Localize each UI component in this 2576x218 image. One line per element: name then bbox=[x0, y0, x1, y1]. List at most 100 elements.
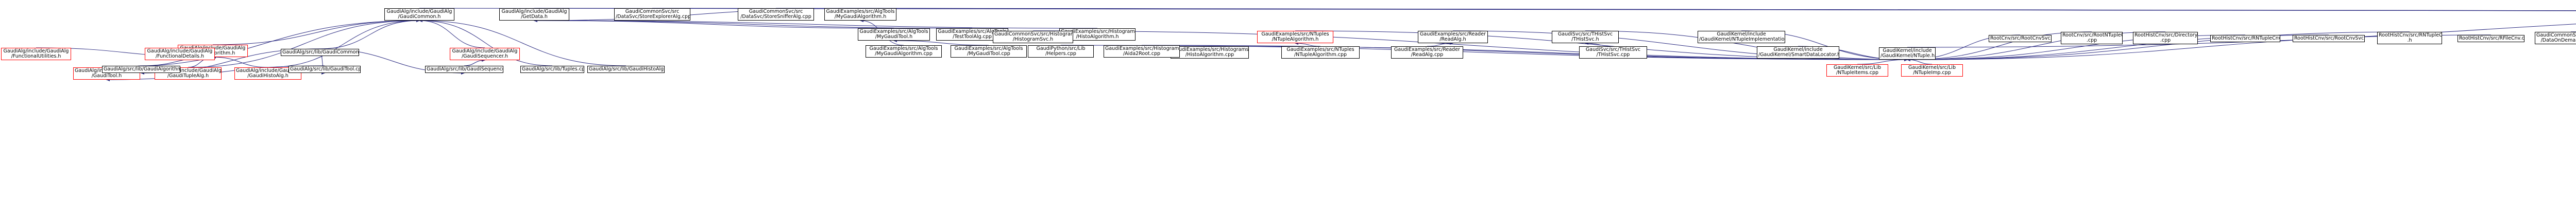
graph-edge bbox=[188, 19, 420, 68]
graph-edge bbox=[652, 8, 2576, 12]
graph-edge bbox=[534, 19, 1098, 29]
graph-node-label: GaudiAlg/include/GaudiAlg /GetData.h bbox=[501, 8, 567, 20]
graph-node[interactable]: RootCnv/src/RootCnvSvc.cpp bbox=[1989, 35, 2052, 42]
graph-edge bbox=[267, 19, 420, 68]
graph-node[interactable]: GaudiAlg/src/lib/GaudiCommon.icpp bbox=[281, 49, 359, 56]
graph-node-label: GaudiAlg/include/GaudiAlg /GaudiCommon.h bbox=[386, 8, 452, 20]
graph-node-label: GaudiExamples/src/Reader /ReadAlg.h bbox=[1420, 31, 1486, 42]
graph-node-label: GaudiAlg/src/lib/Tuples.cpp bbox=[522, 66, 584, 72]
graph-edge bbox=[106, 19, 420, 68]
graph-node[interactable]: GaudiAlg/src/lib/GaudiSequencer.cpp bbox=[425, 66, 503, 73]
graph-node[interactable]: GaudiExamples/src/Histograms /HistoAlgor… bbox=[1171, 46, 1249, 59]
graph-node[interactable]: GaudiAlg/include/GaudiAlg /GaudiCommon.h bbox=[384, 8, 454, 21]
graph-node[interactable]: GaudiKernel/include /GaudiKernel/NTupleI… bbox=[1698, 31, 1785, 43]
graph-node[interactable]: GaudiExamples/src/AlgTools /MyGaudiTool.… bbox=[858, 28, 930, 41]
graph-node[interactable]: GaudiExamples/src/Histograms /Aida2Root.… bbox=[1104, 45, 1180, 58]
graph-node[interactable]: RootHistCnv/src/RootCnvSvc.cpp bbox=[2293, 35, 2365, 42]
graph-node-label: RootHistCnv/src/RootCnvSvc.cpp bbox=[2294, 35, 2364, 41]
graph-node[interactable]: GaudiExamples/src/AlgTools /MyGaudiAlgor… bbox=[866, 45, 942, 58]
graph-node[interactable]: GaudiCommonSvc/src/HistogramSvc /Histogr… bbox=[993, 31, 1073, 43]
graph-node-label: GaudiAlg/src/lib/GaudiCommon.icpp bbox=[282, 49, 359, 55]
graph-node-label: GaudiAlg/src/lib/GaudiTool.cpp bbox=[290, 66, 361, 72]
graph-node-label: GaudiExamples/src/AlgTools /MyGaudiAlgor… bbox=[826, 8, 895, 20]
graph-node-label: RootHistCnv/src/RFileCnv.cpp bbox=[2459, 35, 2524, 41]
graph-node-label: RootHistCnv/src/RNTupleCnv.cpp bbox=[2212, 35, 2280, 41]
graph-node-label: GaudiSvc/src/THistSvc /THistSvc.h bbox=[1557, 31, 1613, 42]
graph-node[interactable]: GaudiKernel/include /GaudiKernel/NTuple.… bbox=[1879, 47, 1936, 60]
graph-node-label: GaudiExamples/src/AlgTools /MyGaudiAlgor… bbox=[869, 45, 938, 57]
graph-node[interactable]: GaudiCommonSvc/src /DataSvc/StoreExplore… bbox=[614, 8, 690, 21]
graph-node[interactable]: GaudiAlg/include/GaudiAlg /FunctionalUti… bbox=[1, 48, 71, 60]
graph-node-label: GaudiExamples/src/Histograms /Aida2Root.… bbox=[1105, 45, 1180, 57]
graph-node-label: GaudiCommonSvc/src/DataSvc /DataOnDemand… bbox=[2536, 32, 2576, 43]
graph-node[interactable]: GaudiExamples/src/AlgTools /MyGaudiTool.… bbox=[951, 45, 1027, 58]
graph-node-label: GaudiExamples/src/AlgTools /TestToolAlg.… bbox=[938, 28, 1007, 40]
graph-node[interactable]: GaudiSvc/src/THistSvc /THistSvc.cpp bbox=[1579, 46, 1647, 59]
graph-node-label: RootCnv/src/RootNTupleCnv .cpp bbox=[2062, 32, 2122, 43]
graph-node-label: GaudiExamples/src/NTuples /NTupleAlgorit… bbox=[1286, 46, 1354, 58]
graph-node-label: GaudiExamples/src/Histograms /HistoAlgor… bbox=[1172, 46, 1249, 58]
graph-node[interactable]: RootHistCnv/src/DirectoryCnv .cpp bbox=[2133, 32, 2198, 44]
graph-edge bbox=[212, 56, 268, 68]
graph-edge bbox=[534, 19, 973, 29]
graph-node-label: GaudiExamples/src/AlgTools /MyGaudiTool.… bbox=[859, 28, 928, 40]
graph-node[interactable]: GaudiExamples/src/Reader /ReadAlg.cpp bbox=[1391, 46, 1463, 59]
graph-node-label: GaudiAlg/include/GaudiAlg /FunctionalUti… bbox=[3, 48, 69, 59]
graph-node[interactable]: GaudiKernel/src/Lib /NTupleItems.cpp bbox=[1826, 64, 1888, 77]
graph-node-label: GaudiCommonSvc/src/HistogramSvc /Histogr… bbox=[994, 31, 1073, 42]
graph-node[interactable]: GaudiPython/src/Lib /Helpers.cpp bbox=[1028, 45, 1094, 58]
graph-edge bbox=[893, 39, 989, 46]
graph-node[interactable]: GaudiAlg/include/GaudiAlg /GetData.h bbox=[499, 8, 569, 21]
graph-node[interactable]: GaudiAlg/include/GaudiAlg /FunctionalDet… bbox=[145, 48, 215, 60]
graph-node[interactable]: GaudiExamples/src/AlgTools /MyGaudiAlgor… bbox=[824, 8, 896, 21]
graph-node[interactable]: GaudiKernel/include /GaudiKernel/SmartDa… bbox=[1757, 46, 1839, 59]
graph-node-label: GaudiExamples/src/AlgTools /MyGaudiTool.… bbox=[954, 45, 1023, 57]
graph-node-label: GaudiKernel/src/Lib /NTupleItems.cpp bbox=[1834, 64, 1881, 76]
graph-node[interactable]: GaudiAlg/src/lib/GaudiTool.cpp bbox=[289, 66, 361, 73]
graph-edge bbox=[1857, 58, 1908, 65]
graph-node-label: RootHistCnv/src/RNTupleCnv .h bbox=[2379, 32, 2442, 43]
graph-edge bbox=[534, 19, 894, 29]
graph-node[interactable]: GaudiExamples/src/NTuples /NTupleAlgorit… bbox=[1281, 46, 1360, 59]
graph-node-label: GaudiCommonSvc/src /DataSvc/StoreExplore… bbox=[616, 8, 690, 20]
graph-edge bbox=[464, 59, 485, 66]
graph-node[interactable]: RootCnv/src/RootNTupleCnv .cpp bbox=[2061, 32, 2123, 44]
graph-node-label: RootHistCnv/src/DirectoryCnv .cpp bbox=[2134, 32, 2198, 43]
graph-edge bbox=[2570, 31, 2576, 32]
graph-node-label: GaudiSvc/src/THistSvc /THistSvc.cpp bbox=[1585, 46, 1641, 58]
graph-node-label: GaudiCommonSvc/src /DataSvc/StoreSniffer… bbox=[740, 8, 811, 20]
graph-node-label: GaudiAlg/include/GaudiAlg /FunctionalDet… bbox=[147, 48, 213, 59]
graph-node-label: GaudiPython/src/Lib /Helpers.cpp bbox=[1036, 45, 1086, 57]
graph-node-label: GaudiAlg/src/lib/GaudiAlgorithm.cpp bbox=[104, 66, 180, 72]
graph-node-label: GaudiAlg/include/GaudiAlg /GaudiSequence… bbox=[452, 48, 518, 59]
graph-node-label: GaudiExamples/src/Reader /ReadAlg.cpp bbox=[1394, 46, 1460, 58]
graph-node-label: GaudiAlg/include/GaudiAlg /GaudiTupleAlg… bbox=[156, 67, 222, 79]
graph-node-label: GaudiExamples/src/NTuples /NTupleAlgorit… bbox=[1261, 31, 1329, 42]
graph-node-label: GaudiKernel/include /GaudiKernel/NTupleI… bbox=[1699, 31, 1785, 42]
graph-node[interactable]: GaudiCommonSvc/src/DataSvc /DataOnDemand… bbox=[2535, 32, 2576, 44]
graph-node-label: GaudiExamples/src/Histograms /HistoAlgor… bbox=[1061, 28, 1136, 40]
graph-edge bbox=[860, 8, 2576, 12]
graph-node-label: GaudiKernel/include /GaudiKernel/NTuple.… bbox=[1880, 47, 1935, 59]
graph-node[interactable]: RootHistCnv/src/RNTupleCnv .h bbox=[2377, 32, 2442, 44]
graph-node[interactable]: RootHistCnv/src/RFileCnv.cpp bbox=[2458, 35, 2524, 42]
graph-edge bbox=[319, 19, 420, 49]
graph-node[interactable]: GaudiCommonSvc/src /DataSvc/StoreSniffer… bbox=[738, 8, 814, 21]
graph-node-label: GaudiKernel/include /GaudiKernel/SmartDa… bbox=[1758, 46, 1839, 58]
graph-edge bbox=[419, 19, 485, 48]
graph-node[interactable]: GaudiKernel/src/Lib /NTupleImp.cpp bbox=[1901, 64, 1963, 77]
graph-node[interactable]: GaudiAlg/src/lib/GaudiHistoAlg.cpp bbox=[587, 66, 665, 73]
graph-node[interactable]: GaudiAlg/src/lib/Tuples.cpp bbox=[520, 66, 584, 73]
graph-edge bbox=[775, 8, 2576, 12]
graph-edge bbox=[212, 19, 420, 45]
graph-node-label: GaudiKernel/src/Lib /NTupleImp.cpp bbox=[1908, 64, 1956, 76]
graph-node[interactable]: GaudiSvc/src/THistSvc /THistSvc.h bbox=[1552, 31, 1619, 43]
graph-node-label: GaudiAlg/src/lib/GaudiSequencer.cpp bbox=[427, 66, 503, 72]
graph-node[interactable]: GaudiAlg/src/lib/GaudiAlgorithm.cpp bbox=[102, 66, 180, 73]
graph-node[interactable]: GaudiExamples/src/NTuples /NTupleAlgorit… bbox=[1257, 31, 1333, 43]
graph-node[interactable]: GaudiExamples/src/Reader /ReadAlg.h bbox=[1418, 31, 1488, 43]
graph-node[interactable]: RootHistCnv/src/RNTupleCnv.cpp bbox=[2210, 35, 2280, 42]
graph-node[interactable]: GaudiAlg/include/GaudiAlg /GaudiSequence… bbox=[450, 48, 520, 60]
graph-edge bbox=[1907, 58, 1933, 65]
